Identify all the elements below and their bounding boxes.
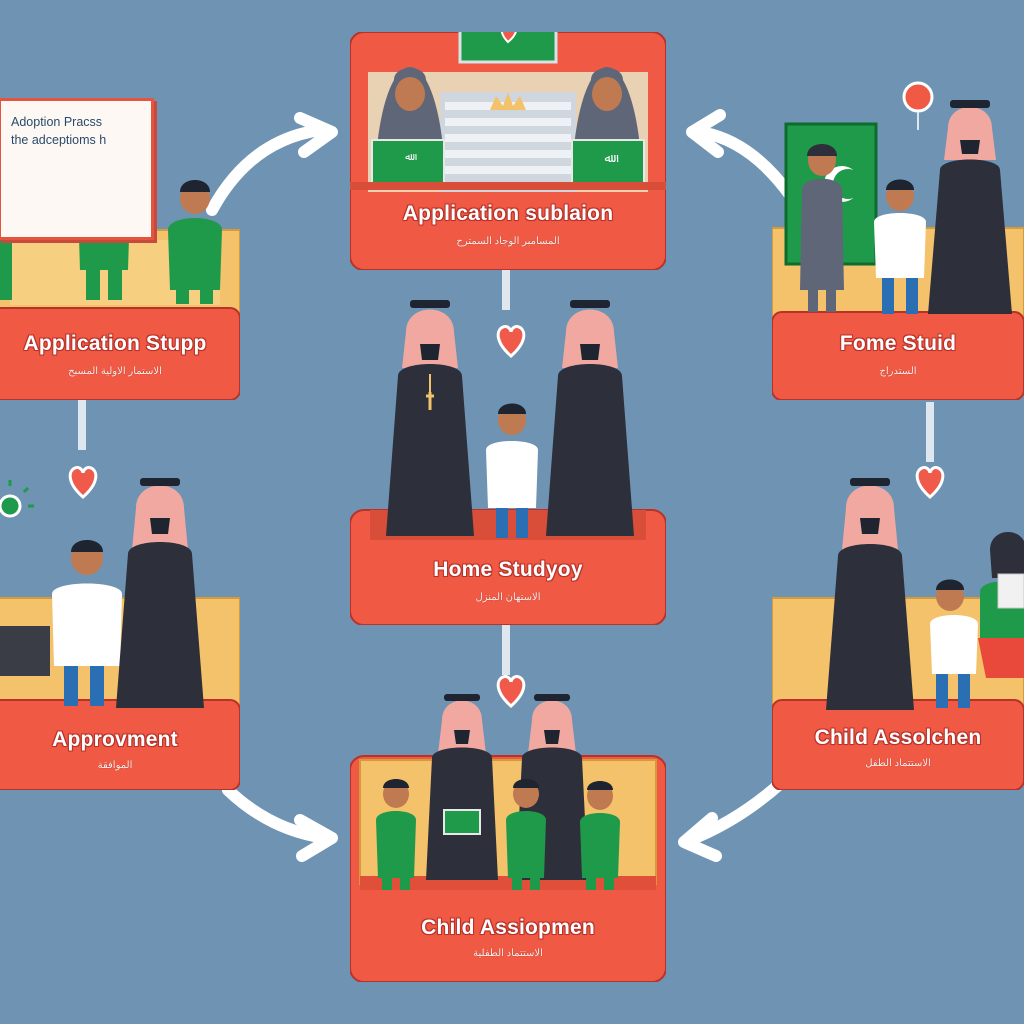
stage-card-application-submission: ﷲ ﷲ Application sublaion المسامبر الوجاد… [350,32,666,270]
stage-sublabel: المسامبر الوجاد السمترح [456,236,560,247]
stage-card-home-study-right: Fome Stuid الستدراج [772,100,1024,400]
info-sign: Adoption Pracss the adceptioms h [0,98,154,240]
sign-line-2: the adceptioms h [11,133,107,147]
flag-icon [571,139,645,185]
sign-line-1: Adoption Pracss [11,115,103,129]
stage-illustration [0,149,240,400]
stage-illustration [772,478,1024,790]
stage-label: Approvment [52,728,178,751]
stage-card-application-setup: Adoption Pracss the adceptioms h Applica… [0,90,240,400]
flag-icon [443,809,481,835]
stage-label: Application sublaion [402,202,614,225]
stage-illustration [0,478,240,790]
arrow-lowerleft-to-bottom [222,784,331,844]
stage-sublabel: الستدراج [879,366,917,377]
arrow-upperleft-to-top [206,124,326,216]
stage-sublabel: الموافقة [97,760,133,771]
crown-icon [490,92,526,110]
stage-label: Home Studyoy [433,558,583,581]
sparkle-icon [0,480,34,518]
stage-card-child-adoption: Child Assiopmen الاستتماد الطفلية [350,690,666,982]
stage-label: Child Assolchen [814,726,982,749]
stage-sublabel: الاستهان المنزل [475,592,541,603]
heart-icon [500,32,517,44]
arrow-upperright-to-top [694,126,796,201]
marker-dot [902,81,934,113]
stage-label: Application Stupp [23,332,207,355]
stage-illustration [772,100,1024,400]
stage-label: Child Assiopmen [421,916,595,939]
stage-card-child-association: Child Assolchen الاستتماد الطفل [772,478,1024,790]
stage-sublabel: الاستتماد الطفلية [473,948,543,959]
stage-card-home-study-center: Home Studyoy الاستهان المنزل [350,300,666,625]
flag-icon [371,139,445,185]
stage-card-approvment: Approvment الموافقة [0,470,240,790]
stage-illustration [350,694,666,982]
heart-icon [68,325,945,708]
stage-label: Fome Stuid [839,332,957,355]
stage-illustration: ﷲ ﷲ [350,32,666,270]
stage-sublabel: الاستمار الاولية المسبح [68,366,162,377]
stage-sublabel: الاستتماد الطفل [865,758,931,769]
stage-illustration [350,300,666,625]
